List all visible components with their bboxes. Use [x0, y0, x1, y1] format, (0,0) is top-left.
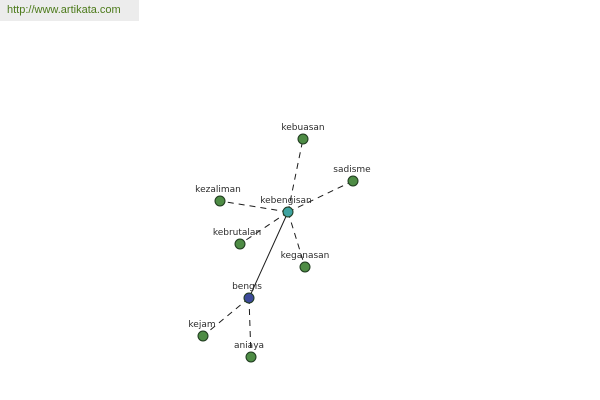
node-sadisme[interactable]: sadisme: [333, 165, 371, 187]
node-label-kezaliman: kezaliman: [195, 185, 241, 195]
node-label-kebuasan: kebuasan: [281, 123, 324, 133]
node-kezaliman[interactable]: kezaliman: [195, 185, 241, 207]
node-circle-kebrutalan[interactable]: [234, 238, 246, 250]
node-circle-bengis[interactable]: [243, 292, 255, 304]
edge-kebengisan-kebrutalan: [239, 211, 289, 245]
edges-layer: [202, 138, 354, 358]
node-label-sadisme: sadisme: [333, 165, 371, 175]
node-circle-aniaya[interactable]: [245, 351, 257, 363]
node-circle-keganasan[interactable]: [299, 261, 311, 273]
edge-kebengisan-kezaliman: [219, 200, 289, 213]
edge-bengis-kebengisan: [248, 211, 289, 299]
edge-bengis-kejam: [202, 297, 250, 337]
node-circle-kezaliman[interactable]: [214, 195, 226, 207]
url-bar: http://www.artikata.com: [0, 0, 139, 21]
node-circle-sadisme[interactable]: [347, 175, 359, 187]
node-label-kebrutalan: kebrutalan: [213, 228, 261, 238]
nodes-layer: bengis kebengisan kebuasan sadisme kezaliman…: [188, 123, 371, 363]
node-label-keganasan: keganasan: [281, 251, 330, 261]
node-circle-kejam[interactable]: [197, 330, 209, 342]
node-label-bengis: bengis: [232, 282, 262, 292]
node-label-kejam: kejam: [188, 320, 215, 330]
node-keganasan[interactable]: keganasan: [281, 251, 330, 273]
node-bengis[interactable]: bengis: [232, 282, 262, 304]
site-url-link[interactable]: http://www.artikata.com: [7, 4, 121, 16]
node-aniaya[interactable]: aniaya: [234, 341, 264, 363]
node-label-aniaya: aniaya: [234, 341, 264, 351]
edge-kebengisan-keganasan: [287, 211, 306, 268]
node-kebuasan[interactable]: kebuasan: [281, 123, 325, 145]
node-kebrutalan[interactable]: kebrutalan: [213, 228, 261, 250]
node-label-kebengisan: kebengisan: [260, 196, 312, 206]
edge-kebengisan-kebuasan: [287, 138, 304, 213]
edge-kebengisan-sadisme: [287, 180, 354, 213]
node-circle-kebuasan[interactable]: [297, 133, 309, 145]
node-circle-kebengisan[interactable]: [282, 206, 294, 218]
node-kejam[interactable]: kejam: [188, 320, 216, 342]
edge-bengis-aniaya: [248, 297, 252, 358]
node-kebengisan[interactable]: kebengisan: [260, 196, 312, 218]
